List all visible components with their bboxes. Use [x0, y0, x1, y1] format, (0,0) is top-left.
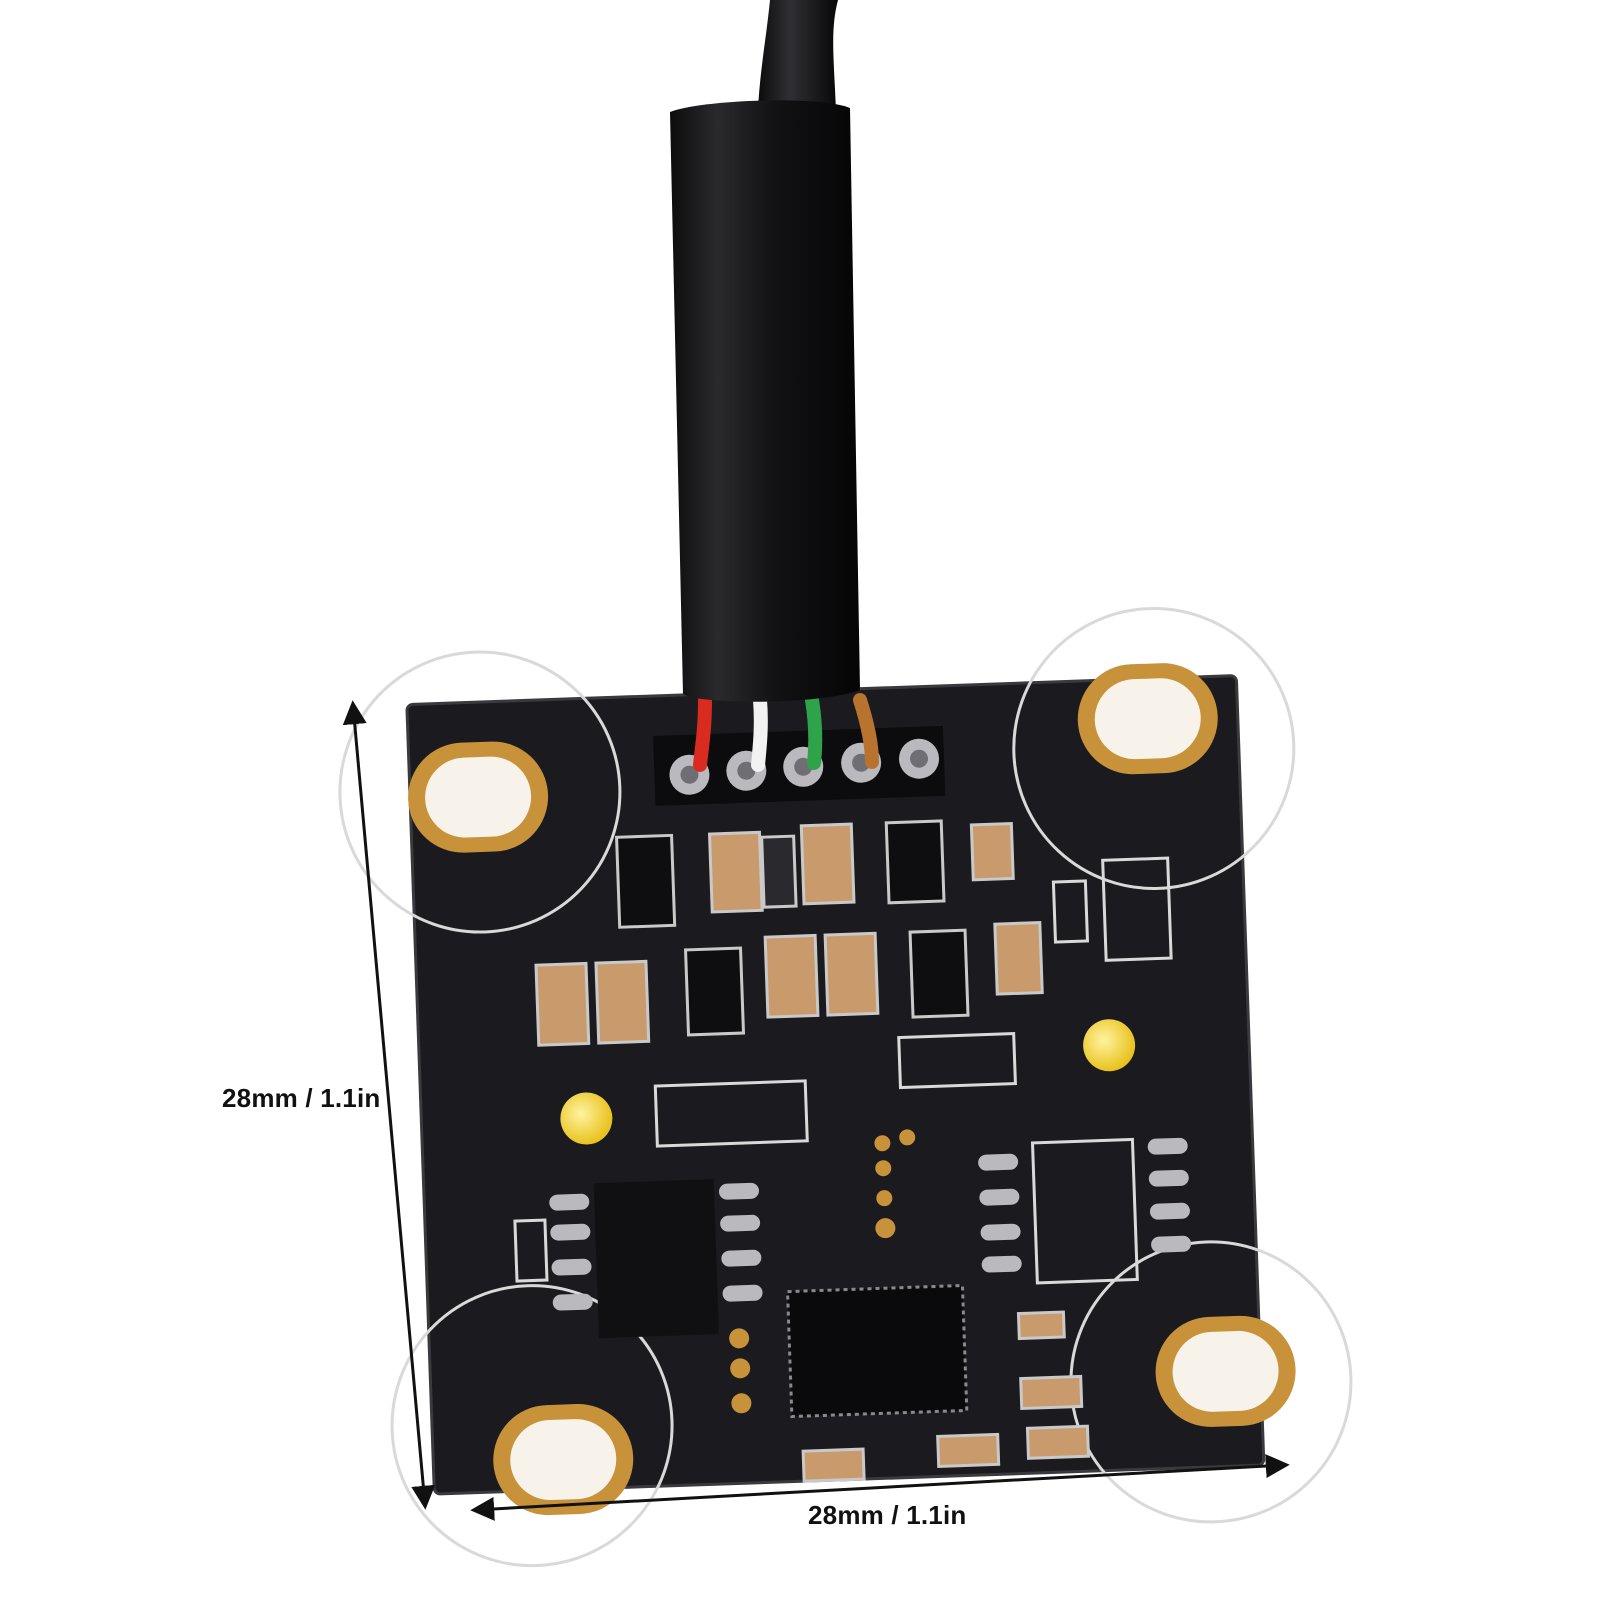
mounting-hole [408, 741, 549, 853]
component-row [615, 819, 1015, 929]
mounting-hole [1077, 663, 1218, 775]
wires [693, 693, 879, 772]
width-dimension-arrow [470, 1454, 1290, 1521]
width-dimension-label: 28mm / 1.1in [808, 1500, 967, 1530]
mounting-hole [493, 1404, 634, 1516]
soic-outline [978, 1137, 1192, 1285]
resistor-array [513, 856, 1173, 1283]
led-indicator [1083, 1019, 1136, 1072]
test-pads [729, 1129, 916, 1414]
qfn-controller-chip [785, 1283, 969, 1419]
height-dimension-arrow [342, 700, 436, 1510]
heat-shrink-sleeve [670, 100, 860, 702]
led-indicator [560, 1092, 613, 1145]
thin-cable [758, 0, 838, 110]
pcb-board [338, 607, 1353, 1568]
mounting-hole [1155, 1315, 1296, 1427]
height-dimension-label: 28mm / 1.1in [222, 1083, 381, 1113]
soic-chip [549, 1179, 763, 1339]
component-row [534, 921, 1044, 1047]
